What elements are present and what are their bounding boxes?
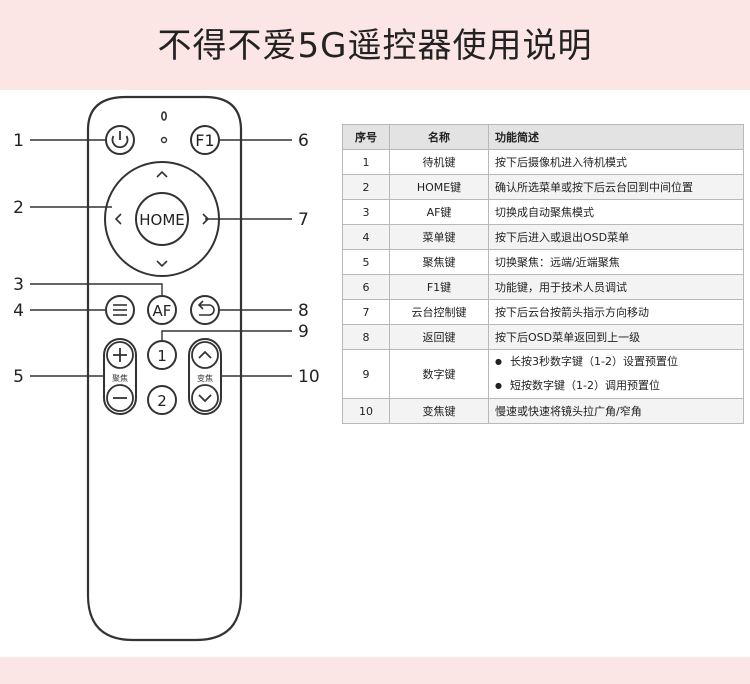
callout-8: 8 xyxy=(298,301,309,321)
row-desc: 慢速或快速将镜头拉广角/窄角 xyxy=(488,398,744,424)
table-row: 5 聚焦键 切换聚焦：远端/近端聚焦 xyxy=(342,249,744,275)
callout-3: 3 xyxy=(13,275,24,295)
svg-text:聚焦: 聚焦 xyxy=(112,373,128,383)
row-no: 6 xyxy=(342,274,390,300)
down-arrow-icon xyxy=(156,260,168,268)
callout-5: 5 xyxy=(13,367,24,387)
callout-2: 2 xyxy=(13,198,24,218)
svg-text:变焦: 变焦 xyxy=(197,373,213,383)
menu-icon xyxy=(113,304,127,316)
table-row: 1 待机键 按下后摄像机进入待机模式 xyxy=(342,149,744,175)
power-button[interactable] xyxy=(105,125,135,155)
led-dot-icon xyxy=(160,136,168,144)
table-row: 6 F1键 功能键，用于技术人员调试 xyxy=(342,274,744,300)
bullet-item: 短按数字键（1-2）调用预置位 xyxy=(495,374,737,398)
row-no: 1 xyxy=(342,149,390,175)
col-header-no: 序号 xyxy=(342,124,390,150)
bullet-item: 长按3秒数字键（1-2）设置预置位 xyxy=(495,350,737,374)
callout-10: 10 xyxy=(298,367,320,387)
row-name: F1键 xyxy=(389,274,489,300)
svg-text:HOME: HOME xyxy=(139,211,185,229)
row-desc: 切换聚焦：远端/近端聚焦 xyxy=(488,249,744,275)
up-arrow-icon xyxy=(156,170,168,178)
zoom-down-icon xyxy=(198,394,212,403)
table-row: 3 AF键 切换成自动聚焦模式 xyxy=(342,199,744,225)
row-desc: 确认所选菜单或按下后云台回到中间位置 xyxy=(488,174,744,200)
zoom-up-icon xyxy=(198,350,212,359)
plus-icon xyxy=(113,348,127,362)
row-desc: 按下后摄像机进入待机模式 xyxy=(488,149,744,175)
row-desc: 按下后进入或退出OSD菜单 xyxy=(488,224,744,250)
title-banner: 不得不爱5G遥控器使用说明 xyxy=(0,0,750,90)
row-name: 云台控制键 xyxy=(389,299,489,325)
row-name: AF键 xyxy=(389,199,489,225)
f1-button[interactable]: F1 xyxy=(190,125,220,155)
page-title: 不得不爱5G遥控器使用说明 xyxy=(157,26,593,66)
svg-text:1: 1 xyxy=(157,347,167,365)
row-no: 2 xyxy=(342,174,390,200)
table-header-row: 序号 名称 功能简述 xyxy=(342,124,744,150)
row-name: 菜单键 xyxy=(389,224,489,250)
zoom-rocker[interactable]: 变焦 xyxy=(188,338,222,415)
table-row: 7 云台控制键 按下后云台按箭头指示方向移动 xyxy=(342,299,744,325)
row-desc: 切换成自动聚焦模式 xyxy=(488,199,744,225)
menu-button[interactable] xyxy=(105,295,135,325)
number-key-1[interactable]: 1 xyxy=(147,340,177,370)
callout-1: 1 xyxy=(13,131,24,151)
row-desc: 按下后云台按箭头指示方向移动 xyxy=(488,299,744,325)
focus-rocker[interactable]: 聚焦 xyxy=(103,338,137,415)
row-name: 数字键 xyxy=(389,349,489,399)
af-button[interactable]: AF xyxy=(147,295,177,325)
callout-9: 9 xyxy=(298,322,309,342)
row-desc: 长按3秒数字键（1-2）设置预置位 短按数字键（1-2）调用预置位 xyxy=(488,349,744,399)
row-no: 7 xyxy=(342,299,390,325)
row-name: 变焦键 xyxy=(389,398,489,424)
row-no: 9 xyxy=(342,349,390,399)
row-no: 8 xyxy=(342,324,390,350)
number-key-2[interactable]: 2 xyxy=(147,385,177,415)
row-no: 4 xyxy=(342,224,390,250)
callout-4: 4 xyxy=(13,301,24,321)
row-desc: 功能键，用于技术人员调试 xyxy=(488,274,744,300)
row-desc: 按下后OSD菜单返回到上一级 xyxy=(488,324,744,350)
col-header-name: 名称 xyxy=(389,124,489,150)
footer-band xyxy=(0,657,750,684)
row-name: 待机键 xyxy=(389,149,489,175)
table-row: 2 HOME键 确认所选菜单或按下后云台回到中间位置 xyxy=(342,174,744,200)
function-table: 序号 名称 功能简述 1 待机键 按下后摄像机进入待机模式 2 HOME键 确认… xyxy=(342,124,744,424)
remote-diagram: F1 HOME AF 聚焦 xyxy=(13,95,320,642)
row-no: 10 xyxy=(342,398,390,424)
row-name: HOME键 xyxy=(389,174,489,200)
home-button[interactable]: HOME xyxy=(135,192,189,246)
back-icon xyxy=(197,300,215,316)
ir-led-icon xyxy=(161,111,168,121)
row-no: 5 xyxy=(342,249,390,275)
table-row: 4 菜单键 按下后进入或退出OSD菜单 xyxy=(342,224,744,250)
callout-lines xyxy=(30,139,292,377)
left-arrow-icon xyxy=(114,213,122,225)
callout-numbers: 1 2 3 4 5 6 7 8 9 10 xyxy=(13,131,319,387)
table-row: 8 返回键 按下后OSD菜单返回到上一级 xyxy=(342,324,744,350)
callout-6: 6 xyxy=(298,131,309,151)
svg-text:AF: AF xyxy=(153,302,172,320)
table-row: 9 数字键 长按3秒数字键（1-2）设置预置位 短按数字键（1-2）调用预置位 xyxy=(342,349,744,399)
remote-body xyxy=(86,95,243,642)
table-row: 10 变焦键 慢速或快速将镜头拉广角/窄角 xyxy=(342,398,744,424)
svg-text:F1: F1 xyxy=(195,131,214,150)
row-no: 3 xyxy=(342,199,390,225)
callout-7: 7 xyxy=(298,210,309,230)
row-name: 返回键 xyxy=(389,324,489,350)
row-name: 聚焦键 xyxy=(389,249,489,275)
back-button[interactable] xyxy=(190,295,220,325)
svg-text:2: 2 xyxy=(157,392,167,410)
col-header-desc: 功能简述 xyxy=(488,124,744,150)
